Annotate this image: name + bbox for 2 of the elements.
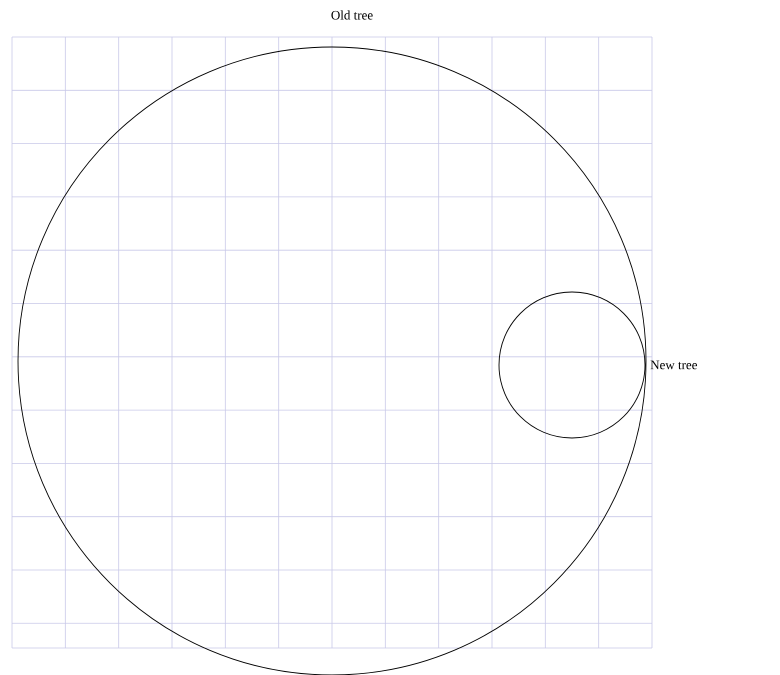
circle-label: Old tree: [331, 10, 373, 20]
circle-label: New tree: [650, 360, 698, 370]
